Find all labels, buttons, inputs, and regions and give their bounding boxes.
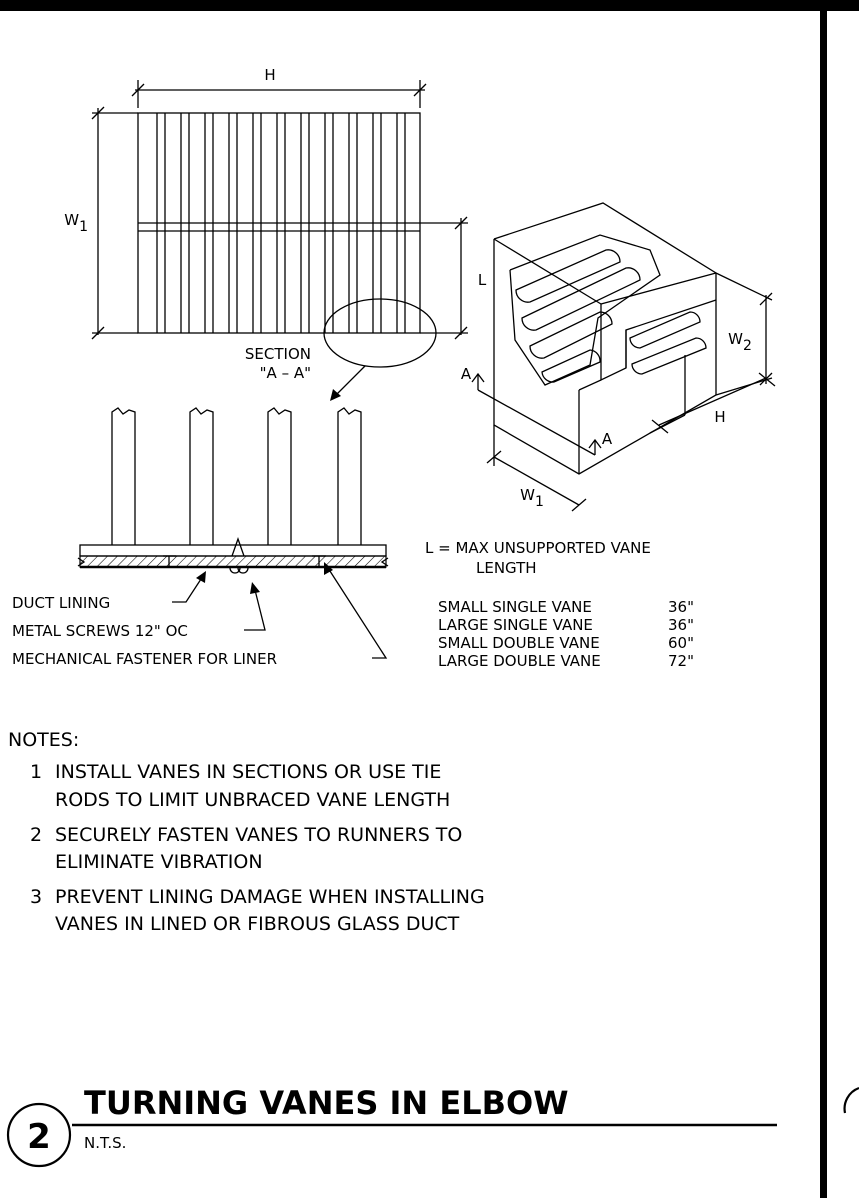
iso-vanes: [515, 249, 707, 383]
notes: NOTES: 1 INSTALL VANES IN SECTIONS OR US…: [8, 729, 485, 935]
plan-dim-h: H: [131, 66, 427, 108]
plan-dim-l: L: [420, 216, 487, 340]
note-text-line2: ELIMINATE VIBRATION: [55, 851, 263, 873]
legend-definition-line1: L = MAX UNSUPPORTED VANE: [425, 539, 651, 557]
iso-dim-h: H: [651, 372, 776, 434]
plan-dim-w1: W1: [64, 106, 138, 340]
iso-dim-h-label: H: [714, 408, 725, 426]
note-text-line2: RODS TO LIMIT UNBRACED VANE LENGTH: [55, 789, 450, 811]
iso-dim-w1-label: W1: [520, 486, 544, 510]
detail-title: TURNING VANES IN ELBOW: [84, 1084, 568, 1122]
isometric-view: W2 H W1 A A: [461, 202, 776, 512]
legend-row-value: 36": [668, 598, 694, 616]
plan-vane-grid: [137, 112, 421, 334]
legend-definition-line2: LENGTH: [476, 559, 537, 577]
plan-dim-l-label: L: [478, 271, 487, 289]
detail-number: 2: [27, 1117, 51, 1157]
plan-dim-w1-label: W1: [64, 211, 88, 235]
section-vanes: [111, 407, 362, 545]
detail-scale: N.T.S.: [84, 1134, 126, 1152]
section-label-line1: SECTION: [245, 345, 311, 363]
notes-heading: NOTES:: [8, 729, 79, 751]
detail-number-bubble: [6, 1102, 72, 1168]
section-fasteners: [163, 537, 326, 574]
note-number: 2: [30, 824, 42, 846]
section-leaders: [172, 562, 388, 659]
legend-row-value: 36": [668, 616, 694, 634]
iso-dim-w2-label: W2: [728, 330, 752, 354]
detail-title-block: 2 TURNING VANES IN ELBOW N.T.S.: [6, 1084, 777, 1168]
note-number: 3: [30, 886, 42, 908]
iso-marker-a1: A: [461, 365, 472, 383]
legend-row-label: LARGE DOUBLE VANE: [438, 652, 601, 670]
note-number: 1: [30, 761, 42, 783]
vane-length-legend: L = MAX UNSUPPORTED VANE LENGTH SMALL SI…: [425, 539, 694, 670]
legend-row-value: 72": [668, 652, 694, 670]
section-a-a-view: DUCT LINING METAL SCREWS 12" OC MECHANIC…: [12, 407, 389, 668]
note-text-line2: VANES IN LINED OR FIBROUS GLASS DUCT: [55, 913, 460, 935]
plan-view: H W1: [64, 66, 487, 401]
section-callout: SECTION "A – A": [245, 298, 437, 401]
callout-mechanical-fastener: MECHANICAL FASTENER FOR LINER: [12, 650, 277, 668]
section-label-line2: "A – A": [260, 364, 311, 382]
legend-row-label: SMALL DOUBLE VANE: [438, 634, 600, 652]
iso-section-markers: A A: [461, 365, 613, 456]
iso-dim-w1: W1: [486, 425, 587, 512]
note-text-line1: INSTALL VANES IN SECTIONS OR USE TIE: [55, 761, 441, 783]
iso-marker-a2: A: [602, 430, 613, 448]
legend-row-value: 60": [668, 634, 694, 652]
note-text-line1: SECURELY FASTEN VANES TO RUNNERS TO: [55, 824, 462, 846]
note-text-line1: PREVENT LINING DAMAGE WHEN INSTALLING: [55, 886, 485, 908]
legend-row-label: SMALL SINGLE VANE: [438, 598, 592, 616]
plan-dim-h-label: H: [264, 66, 275, 84]
callout-metal-screws: METAL SCREWS 12" OC: [12, 622, 188, 640]
legend-row-label: LARGE SINGLE VANE: [438, 616, 593, 634]
callout-duct-lining: DUCT LINING: [12, 594, 110, 612]
